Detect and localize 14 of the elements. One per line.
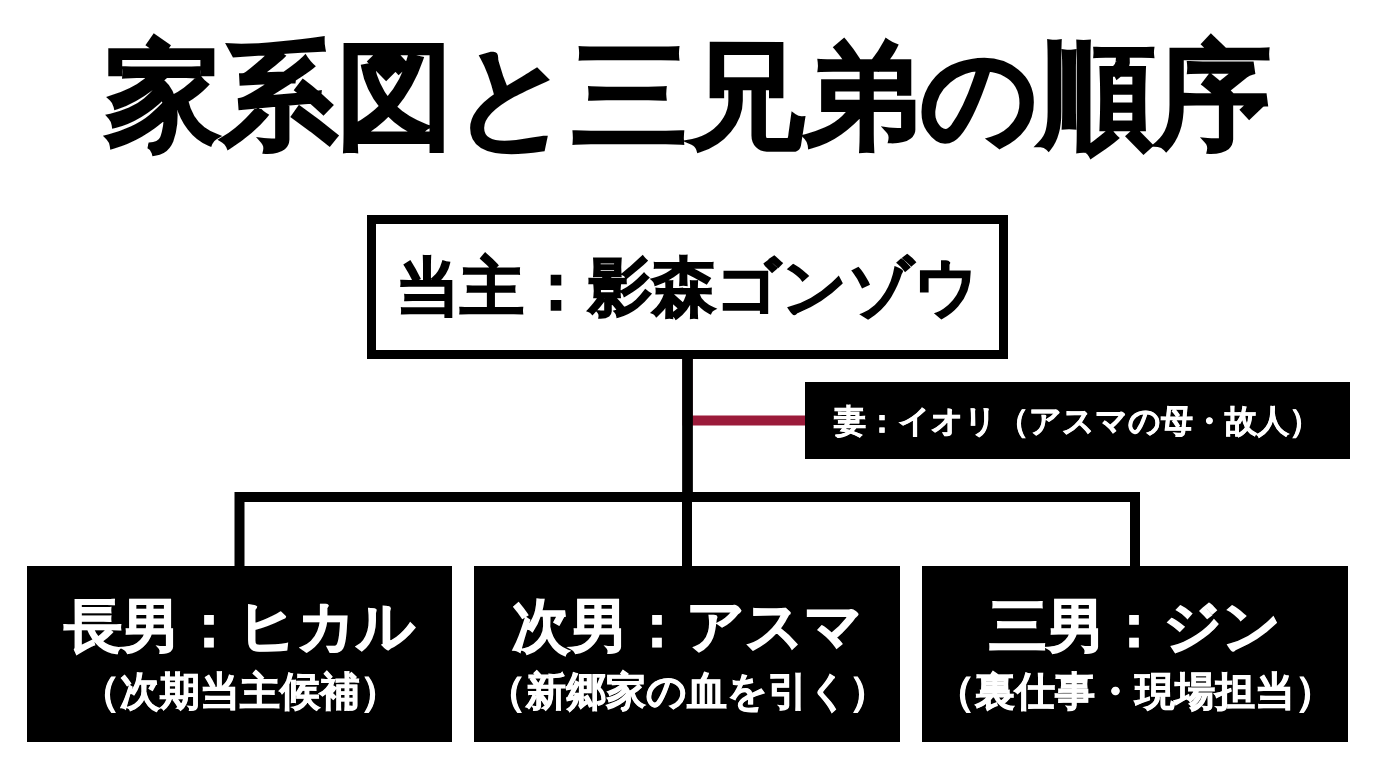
person-box [474,566,900,742]
person-box [922,566,1348,742]
person-box [27,566,452,742]
role-note: （次期当主候補） [79,671,400,711]
person-name: 妻：イオリ（アスマの母・故人） [834,404,1321,437]
role-note: （裏仕事・現場担当） [935,671,1335,711]
role-note: （新郷家の血を引く） [485,671,889,711]
connector-line [682,359,1140,566]
person-name: 三男：ジン [989,597,1281,655]
person-name: 次男：アスマ [511,597,863,655]
person-box [367,215,1008,359]
person-name: 長男：ヒカル [64,597,415,655]
person-name: 当主：影森ゴンゾウ [395,255,980,319]
person-box [805,382,1350,459]
